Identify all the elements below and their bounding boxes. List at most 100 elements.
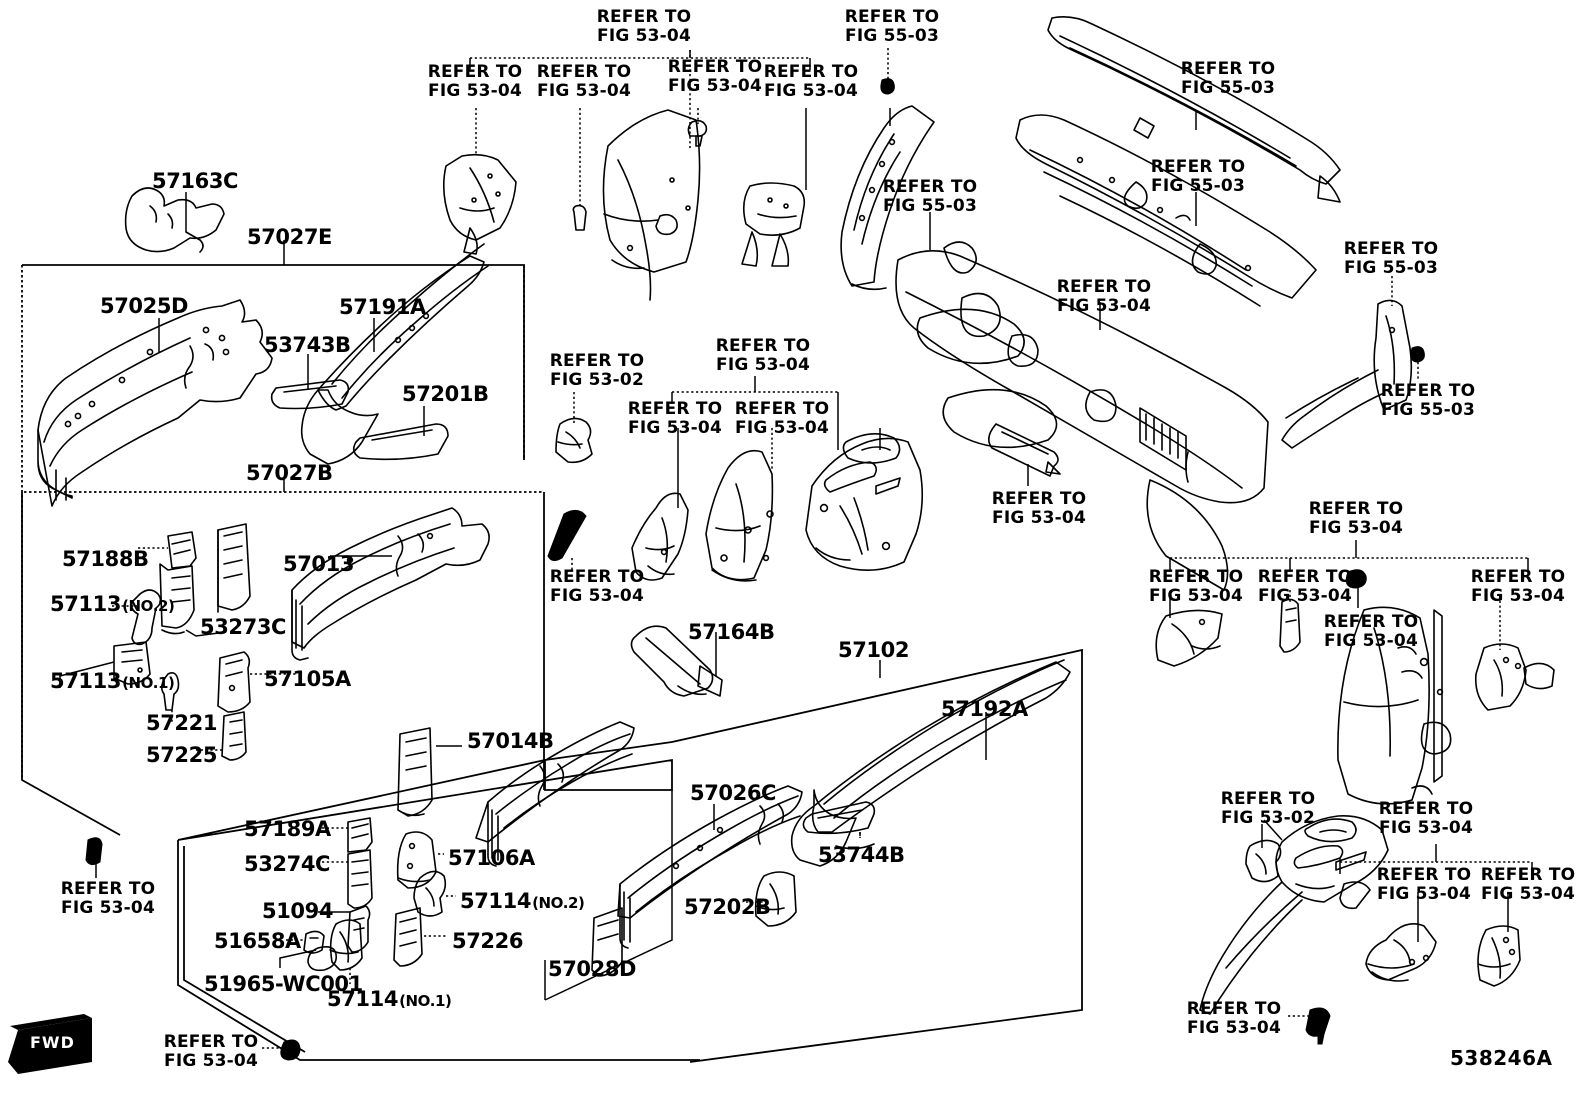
part-number-51965WC001[interactable]: 51965-WC001	[204, 972, 363, 997]
part-number-57225[interactable]: 57225	[146, 743, 217, 768]
part-number-53274C[interactable]: 53274C	[244, 852, 330, 877]
part-number-53743B[interactable]: 53743B	[264, 333, 351, 358]
part-number-57027B[interactable]: 57027B	[246, 461, 333, 486]
part-57226	[393, 907, 423, 967]
refer-to-line1: REFER TO	[991, 489, 1087, 509]
part-number-57028D[interactable]: 57028D	[548, 957, 636, 982]
part-57028D-member	[475, 721, 635, 867]
part-number-57106A[interactable]: 57106A	[448, 846, 535, 871]
part-number-57188B[interactable]: 57188B	[62, 547, 149, 572]
refer-to-line1: REFER TO	[1470, 567, 1566, 587]
part-57201B	[352, 423, 449, 461]
part-57202B	[754, 871, 797, 927]
refer-to-fig: FIG 53-04	[1471, 586, 1565, 607]
part-53273C	[217, 523, 251, 613]
part-number-57163C[interactable]: 57163C	[152, 169, 238, 194]
refer-to-line1: REFER TO	[715, 336, 811, 356]
part-number-code: 57026C	[690, 781, 777, 805]
part-number-suffix: (NO.2)	[532, 894, 585, 912]
part-number-57164B[interactable]: 57164B	[688, 620, 775, 645]
part-number-code: 57221	[146, 711, 218, 735]
part-number-57014B[interactable]: 57014B	[467, 729, 554, 754]
part-number-57013[interactable]: 57013	[283, 552, 354, 577]
part-57113-no2	[130, 589, 162, 646]
refer-to-line1: REFER TO	[1186, 999, 1282, 1019]
part-number-code: 57188B	[62, 547, 149, 571]
part-number-57192A[interactable]: 57192A	[941, 697, 1028, 722]
bolt-r-53-04	[1345, 569, 1367, 589]
refer-to-fig: FIG 55-03	[1344, 258, 1438, 279]
part-apron-c	[602, 109, 701, 301]
refer-to-fig: FIG 53-04	[428, 81, 522, 102]
part-number-57189A[interactable]: 57189A	[244, 817, 331, 842]
part-number-code: 53744B	[818, 843, 905, 867]
part-number-code: 57106A	[448, 846, 535, 870]
refer-to-line1: REFER TO	[60, 879, 156, 899]
part-57014B	[397, 727, 433, 817]
part-number-57221[interactable]: 57221	[146, 711, 218, 736]
part-number-57226[interactable]: 57226	[452, 929, 523, 954]
refer-to-line1: REFER TO	[549, 351, 645, 371]
refer-to-fig: FIG 55-03	[1151, 176, 1245, 197]
part-number-57113[interactable]: 57113(NO.1)	[50, 669, 175, 694]
part-number-57191A[interactable]: 57191A	[339, 295, 426, 320]
part-number-51094[interactable]: 51094	[262, 899, 333, 924]
part-r-53-04-b	[1279, 598, 1301, 653]
part-57225	[221, 711, 247, 761]
part-number-code: 57027E	[247, 225, 333, 249]
part-number-51658A[interactable]: 51658A	[214, 929, 301, 954]
bracket-tree-lower-right	[1339, 844, 1533, 874]
part-number-57026C[interactable]: 57026C	[690, 781, 777, 806]
group-box-57027E	[21, 240, 525, 780]
part-number-57113[interactable]: 57113(NO.2)	[50, 592, 175, 617]
refer-to-fig: FIG 53-04	[1324, 631, 1418, 652]
part-number-57201B[interactable]: 57201B	[402, 382, 489, 407]
part-number-57025D[interactable]: 57025D	[100, 294, 188, 319]
part-53744B	[802, 801, 876, 835]
part-number-57027E[interactable]: 57027E	[247, 225, 333, 250]
refer-to-fig: FIG 53-04	[668, 76, 762, 97]
part-number-57202B[interactable]: 57202B	[684, 895, 771, 920]
part-number-57105A[interactable]: 57105A	[264, 667, 351, 692]
part-number-code: 57191A	[339, 295, 426, 319]
part-number-57114[interactable]: 57114(NO.1)	[327, 987, 452, 1012]
bolt-55-03-a	[880, 78, 895, 95]
part-number-53744B[interactable]: 53744B	[818, 843, 905, 868]
part-number-code: 57201B	[402, 382, 489, 406]
refer-to-fig: FIG 53-04	[1057, 296, 1151, 317]
part-number-code: 53273C	[200, 615, 287, 639]
part-number-53273C[interactable]: 53273C	[200, 615, 287, 640]
part-number-57102[interactable]: 57102	[838, 638, 909, 663]
part-number-57114[interactable]: 57114(NO.2)	[460, 889, 585, 914]
